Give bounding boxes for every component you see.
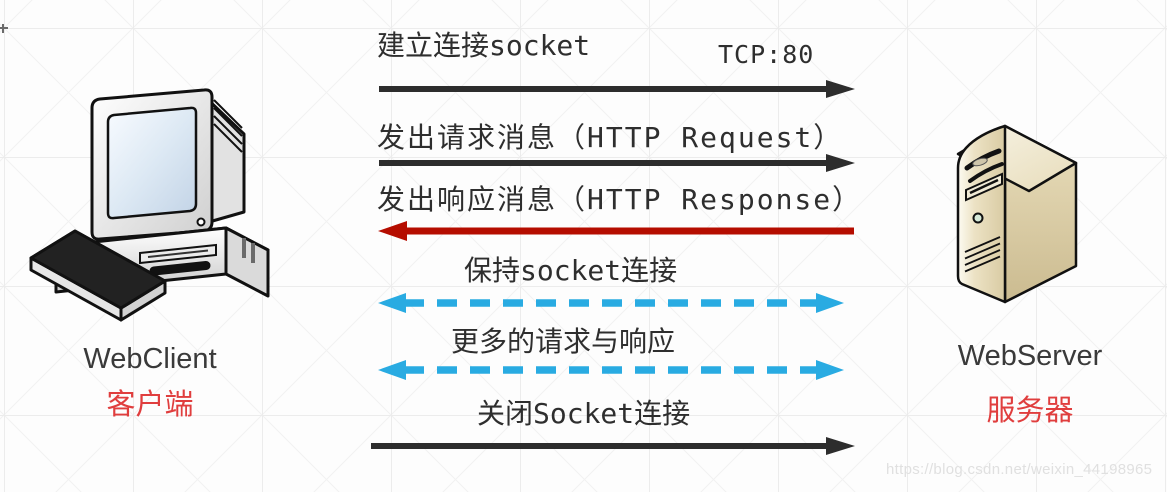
csdn-watermark: https://blog.csdn.net/weixin_44198965 xyxy=(886,461,1153,478)
arrow-more-requests xyxy=(378,360,844,380)
keyboard xyxy=(29,229,167,322)
message-label-close-socket: 关闭Socket连接 xyxy=(477,397,691,430)
message-label-establish-socket: 建立连接socket xyxy=(377,29,591,62)
monitor-screen xyxy=(106,106,198,220)
power-led xyxy=(972,212,984,224)
client-name-label: WebClient xyxy=(83,343,217,375)
server-tower-icon xyxy=(956,124,1078,304)
message-label-more-requests: 更多的请求与响应 xyxy=(451,325,676,358)
monitor-power-button xyxy=(196,217,206,227)
arrow-http-request xyxy=(379,154,855,172)
eject-button xyxy=(972,157,988,167)
drive-bay-slot xyxy=(968,162,1004,183)
arrow-http-response xyxy=(378,221,854,241)
cd-slot xyxy=(149,261,211,276)
arrow-close-socket xyxy=(371,437,855,455)
desktop-computer-icon xyxy=(29,88,270,322)
message-label-http-request: 发出请求消息（HTTP Request） xyxy=(377,121,844,154)
tcp-port-label: TCP:80 xyxy=(718,40,815,69)
message-label-keep-socket: 保持socket连接 xyxy=(464,254,678,287)
message-label-http-response: 发出响应消息（HTTP Response） xyxy=(377,183,863,216)
arrow-keep-socket xyxy=(378,293,844,313)
arrow-establish-socket xyxy=(379,80,855,98)
client-cn-label: 客户端 xyxy=(106,387,194,421)
server-cn-label: 服务器 xyxy=(986,393,1074,427)
grid-corner-mark xyxy=(0,24,8,33)
server-name-label: WebServer xyxy=(957,340,1103,372)
monitor xyxy=(90,88,214,241)
